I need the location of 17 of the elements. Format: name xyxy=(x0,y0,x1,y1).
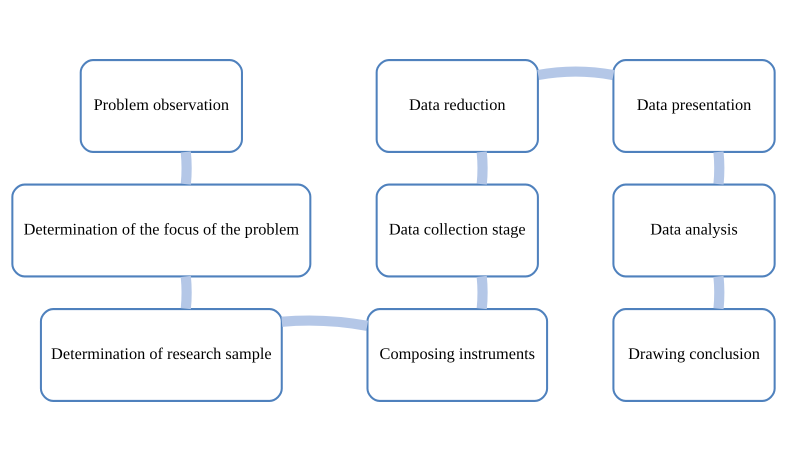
node-box: Data reduction xyxy=(376,59,539,153)
connector xyxy=(180,276,192,310)
node-box: Drawing conclusion xyxy=(612,308,776,402)
node-box: Determination of the focus of the problem xyxy=(11,184,312,278)
connector xyxy=(281,315,368,331)
node-box: Data analysis xyxy=(612,184,776,278)
connector xyxy=(180,151,192,185)
node-box: Data presentation xyxy=(612,59,776,153)
connector xyxy=(476,151,488,185)
node-box: Data collection stage xyxy=(376,184,539,278)
connector xyxy=(713,151,724,185)
node-box: Composing instruments xyxy=(366,308,548,402)
node-box: Determination of research sample xyxy=(40,308,283,402)
connector xyxy=(476,276,488,310)
node-box: Problem observation xyxy=(80,59,243,153)
connector xyxy=(537,66,614,80)
connector xyxy=(713,276,724,310)
